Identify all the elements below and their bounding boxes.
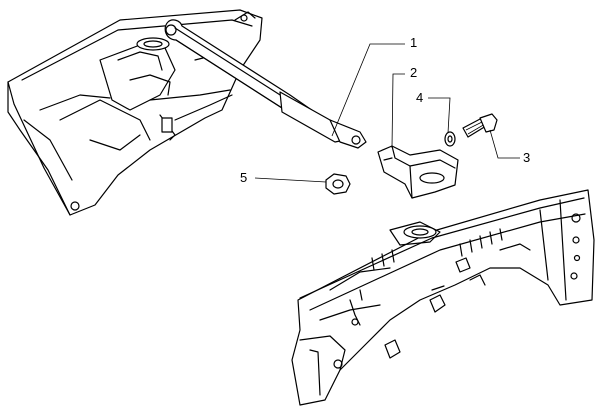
callout-2: 2 [410, 65, 417, 80]
leader-4 [428, 97, 451, 134]
callout-3: 3 [523, 150, 530, 165]
leader-1 [331, 43, 405, 137]
wheel-arch-left [7, 9, 263, 216]
leader-2 [391, 73, 405, 149]
leader-lines [254, 43, 520, 183]
bracket [377, 145, 459, 199]
strut-bar [164, 19, 367, 149]
callout-1: 1 [410, 35, 417, 50]
wheel-arch-right [291, 189, 595, 406]
callout-5: 5 [240, 170, 247, 185]
callout-4: 4 [416, 90, 423, 105]
leader-5 [254, 177, 327, 183]
washer [444, 131, 456, 147]
nut [325, 173, 351, 195]
bolt [462, 113, 498, 138]
leader-3 [489, 129, 520, 159]
